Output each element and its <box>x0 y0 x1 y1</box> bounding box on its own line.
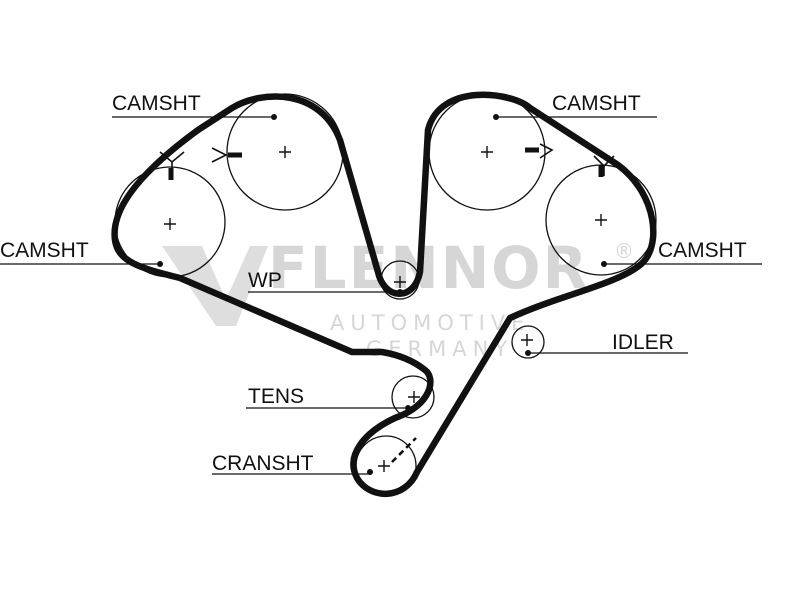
label-water-pump: WP <box>248 269 282 292</box>
center-cross-icon <box>378 460 390 472</box>
watermark-brand: FLENNOR <box>268 234 589 302</box>
center-cross-icon <box>481 146 493 158</box>
center-cross-icon <box>408 391 420 403</box>
center-cross-icon <box>164 218 176 230</box>
pulley-tensioner <box>391 375 435 419</box>
label-camshaft-top-right: CAMSHT <box>552 92 641 115</box>
pulley-idler <box>511 325 545 359</box>
label-camshaft-top-left: CAMSHT <box>112 92 201 115</box>
center-cross-icon <box>521 334 533 346</box>
center-cross-icon <box>279 146 291 158</box>
label-idler: IDLER <box>612 331 674 354</box>
label-camshaft-left: CAMSHT <box>0 239 89 262</box>
crankshaft-timing-mark <box>391 437 417 463</box>
label-tensioner: TENS <box>248 385 304 408</box>
center-cross-icon <box>394 276 406 288</box>
watermark-registered-mark: ® <box>614 239 634 263</box>
timing-mark-icon <box>211 147 228 163</box>
label-camshaft-right: CAMSHT <box>658 239 747 262</box>
label-crankshaft: CRANSHT <box>212 452 314 475</box>
center-cross-icon <box>595 214 607 226</box>
timing-belt <box>111 91 657 497</box>
watermark-line-1: AUTOMOTIVE <box>330 311 530 335</box>
timing-mark-icon <box>539 143 554 159</box>
timing-mark-icon <box>593 155 615 176</box>
